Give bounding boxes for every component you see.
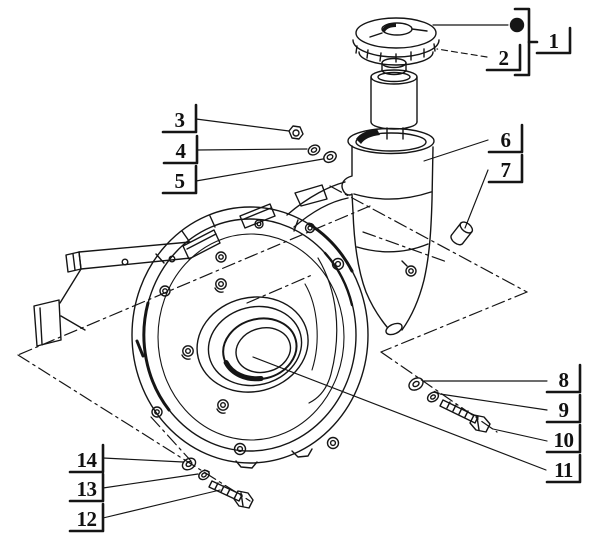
bolt-part-10 (439, 399, 491, 433)
callout-7: 7 (489, 158, 522, 182)
callout-12: 12 (70, 507, 103, 531)
callout-14: 14 (70, 448, 103, 472)
callout-14-label: 14 (76, 448, 98, 472)
callout-13: 13 (70, 477, 103, 501)
callout-1-label: 1 (548, 29, 560, 53)
callout-1-dot (509, 17, 525, 33)
callout-10: 10 (547, 428, 580, 452)
callout-8-label: 8 (558, 368, 570, 392)
lockwasher-part-13 (198, 469, 210, 481)
callout-3: 3 (163, 108, 196, 132)
callout-9-label: 9 (558, 398, 570, 422)
callout-3-label: 3 (174, 108, 186, 132)
mounting-bracket (33, 241, 192, 347)
hub-bore-rings (196, 296, 309, 393)
flywheel-cover-housing (131, 181, 369, 469)
callout-brackets (68, 7, 582, 533)
callout-1: 1 (537, 29, 570, 53)
callout-6-label: 6 (500, 128, 512, 152)
filler-neck-tube (341, 127, 435, 336)
oil-filler-cap (352, 17, 440, 66)
bolt-part-12 (208, 480, 254, 509)
washer-part-8 (408, 377, 424, 391)
callout-5-label: 5 (174, 169, 186, 193)
lockwasher-part-9 (426, 390, 440, 403)
dipstick-tube (370, 57, 418, 140)
callout-13-label: 13 (76, 477, 98, 501)
callout-4-label: 4 (175, 139, 187, 163)
bushing-part-7 (450, 221, 474, 246)
washer-part-5 (323, 150, 337, 164)
callout-11-label: 11 (554, 458, 573, 482)
callout-12-label: 12 (76, 507, 98, 531)
callout-11: 11 (547, 458, 580, 482)
callout-2: 2 (487, 46, 520, 70)
washer-part-4 (307, 144, 321, 156)
callout-6: 6 (489, 128, 522, 152)
callout-8: 8 (547, 368, 580, 392)
nut-part-3 (288, 125, 304, 140)
callout-2-label: 2 (498, 46, 510, 70)
callout-7-label: 7 (500, 158, 512, 182)
callout-5: 5 (163, 169, 196, 193)
callout-9: 9 (547, 398, 580, 422)
leader-lines (102, 24, 548, 519)
callout-10-label: 10 (553, 428, 575, 452)
callout-4: 4 (164, 139, 197, 163)
washer-part-14 (181, 457, 197, 471)
